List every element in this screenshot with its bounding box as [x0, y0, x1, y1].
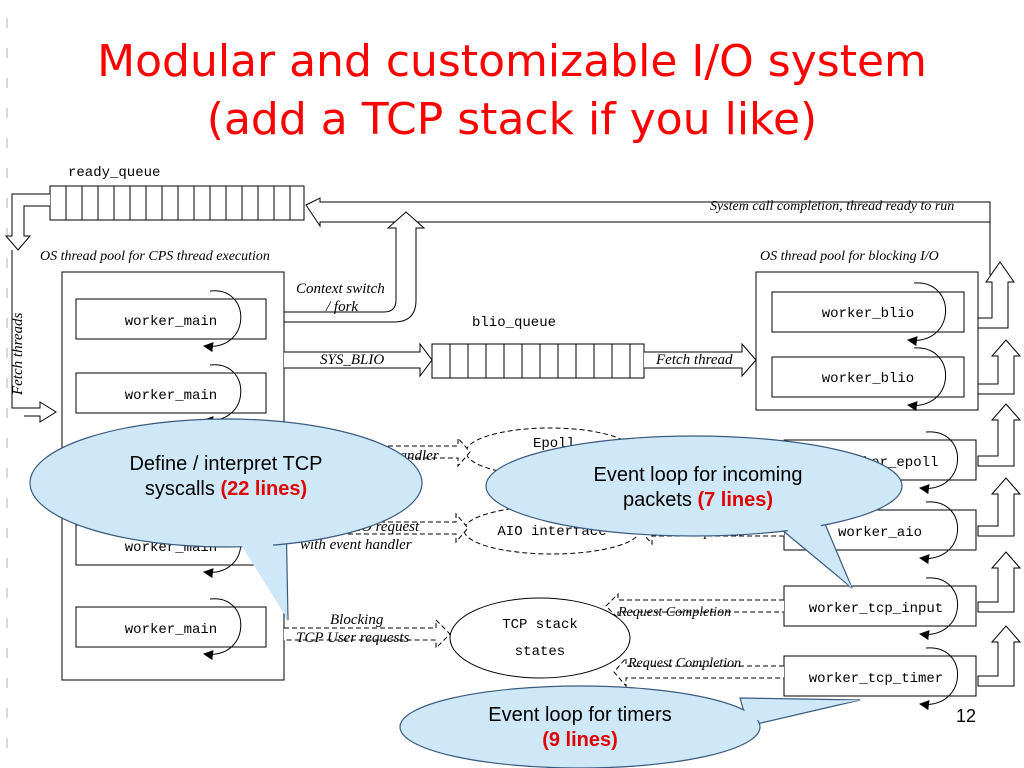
incoming-line1: Event loop for incoming [593, 464, 803, 486]
context-switch-label-1: Context switch [296, 281, 385, 297]
fetch-threads-label: Fetch threads [10, 312, 26, 396]
tcp-syscalls-count: (22 lines) [220, 478, 308, 500]
blio-queue-label: blio_queue [472, 315, 556, 331]
blocking-label-2: TCP User requests [296, 630, 410, 646]
tcp-syscalls-callout [29, 418, 423, 548]
page-number: 12 [955, 706, 976, 726]
blocking-request-arrow [284, 618, 451, 650]
timers-callout [399, 685, 761, 768]
tcp-stack-label-2: states [515, 644, 565, 660]
worker-main-2: worker_main [125, 388, 217, 404]
worker-main-1: worker_main [125, 314, 217, 330]
request-completion-label-2: Request Completion [627, 656, 741, 671]
tcp-syscalls-line1: Define / interpret TCP [129, 453, 323, 475]
worker-tcp-timer-loop [919, 647, 959, 711]
fetch-thread-label: Fetch thread [655, 352, 733, 368]
tcp-stack-label-1: TCP stack [502, 617, 578, 633]
aio-request-label-2: with event handler [300, 537, 412, 553]
fetch-threads-top-arrow [4, 193, 50, 251]
tcp-stack-node [449, 597, 631, 679]
right-bus-arrows [977, 261, 1022, 687]
aio-request-arrow [284, 512, 469, 544]
blocking-pool-label: OS thread pool for blocking I/O [760, 249, 939, 264]
ready-queue [49, 185, 305, 221]
timers-count: (9 lines) [542, 729, 618, 751]
incoming-callout [485, 435, 903, 537]
timers-callout-text: Event loop for timers (9 lines) [420, 703, 740, 753]
context-switch-label-2: / fork [325, 299, 358, 315]
cps-pool-label: OS thread pool for CPS thread execution [40, 249, 270, 264]
worker-main-4-loop [203, 598, 242, 661]
context-switch-arrow [284, 211, 426, 323]
fetch-threads-down-arrow [11, 250, 57, 423]
tcp-input-completion-arrow [605, 592, 784, 620]
worker-tcp-timer-box [783, 655, 977, 697]
worker-blio-2: worker_blio [822, 371, 914, 387]
worker-blio-1-box [771, 291, 965, 333]
tcp-syscalls-callout-text: Define / interpret TCP syscalls (22 line… [56, 452, 396, 502]
request-completion-label-1: Request Completion [617, 605, 731, 620]
timers-line1: Event loop for timers [488, 704, 672, 726]
worker-blio-1: worker_blio [822, 306, 914, 322]
sys-blio-label: SYS_BLIO [320, 352, 384, 368]
tcp-timer-completion-arrow [613, 656, 784, 688]
worker-blio-2-loop [907, 347, 947, 412]
worker-tcp-input-box [783, 585, 977, 627]
worker-main-2-box [75, 372, 267, 414]
worker-blio-2-box [771, 356, 965, 398]
slide-title-line1: Modular and customizable I/O system [97, 36, 927, 87]
worker-aio: worker_aio [838, 525, 922, 541]
completion-return-arrow [305, 197, 991, 228]
blio-queue [431, 343, 645, 379]
worker-main-1-loop [203, 290, 242, 353]
incoming-line2: packets [622, 489, 692, 511]
worker-epoll-loop [919, 431, 959, 495]
tcp-syscalls-line2: syscalls [144, 478, 215, 500]
worker-main-1-box [75, 298, 267, 340]
worker-tcp-input: worker_tcp_input [809, 601, 943, 617]
syscall-completion-label: System call completion, thread ready to … [710, 199, 954, 214]
worker-tcp-timer: worker_tcp_timer [809, 671, 943, 687]
ready-queue-label: ready_queue [68, 165, 160, 181]
worker-main-4-box [75, 606, 267, 648]
worker-main-4: worker_main [125, 622, 217, 638]
incoming-callout-text: Event loop for incoming packets (7 lines… [520, 463, 876, 513]
worker-blio-1-loop [907, 282, 947, 347]
blocking-label-1: Blocking [330, 612, 384, 628]
incoming-count: (7 lines) [697, 489, 774, 511]
slide-title-line2: (add a TCP stack if you like) [206, 94, 818, 145]
worker-tcp-input-loop [919, 577, 959, 641]
slide-rail [0, 0, 14, 768]
worker-aio-loop [919, 501, 959, 565]
